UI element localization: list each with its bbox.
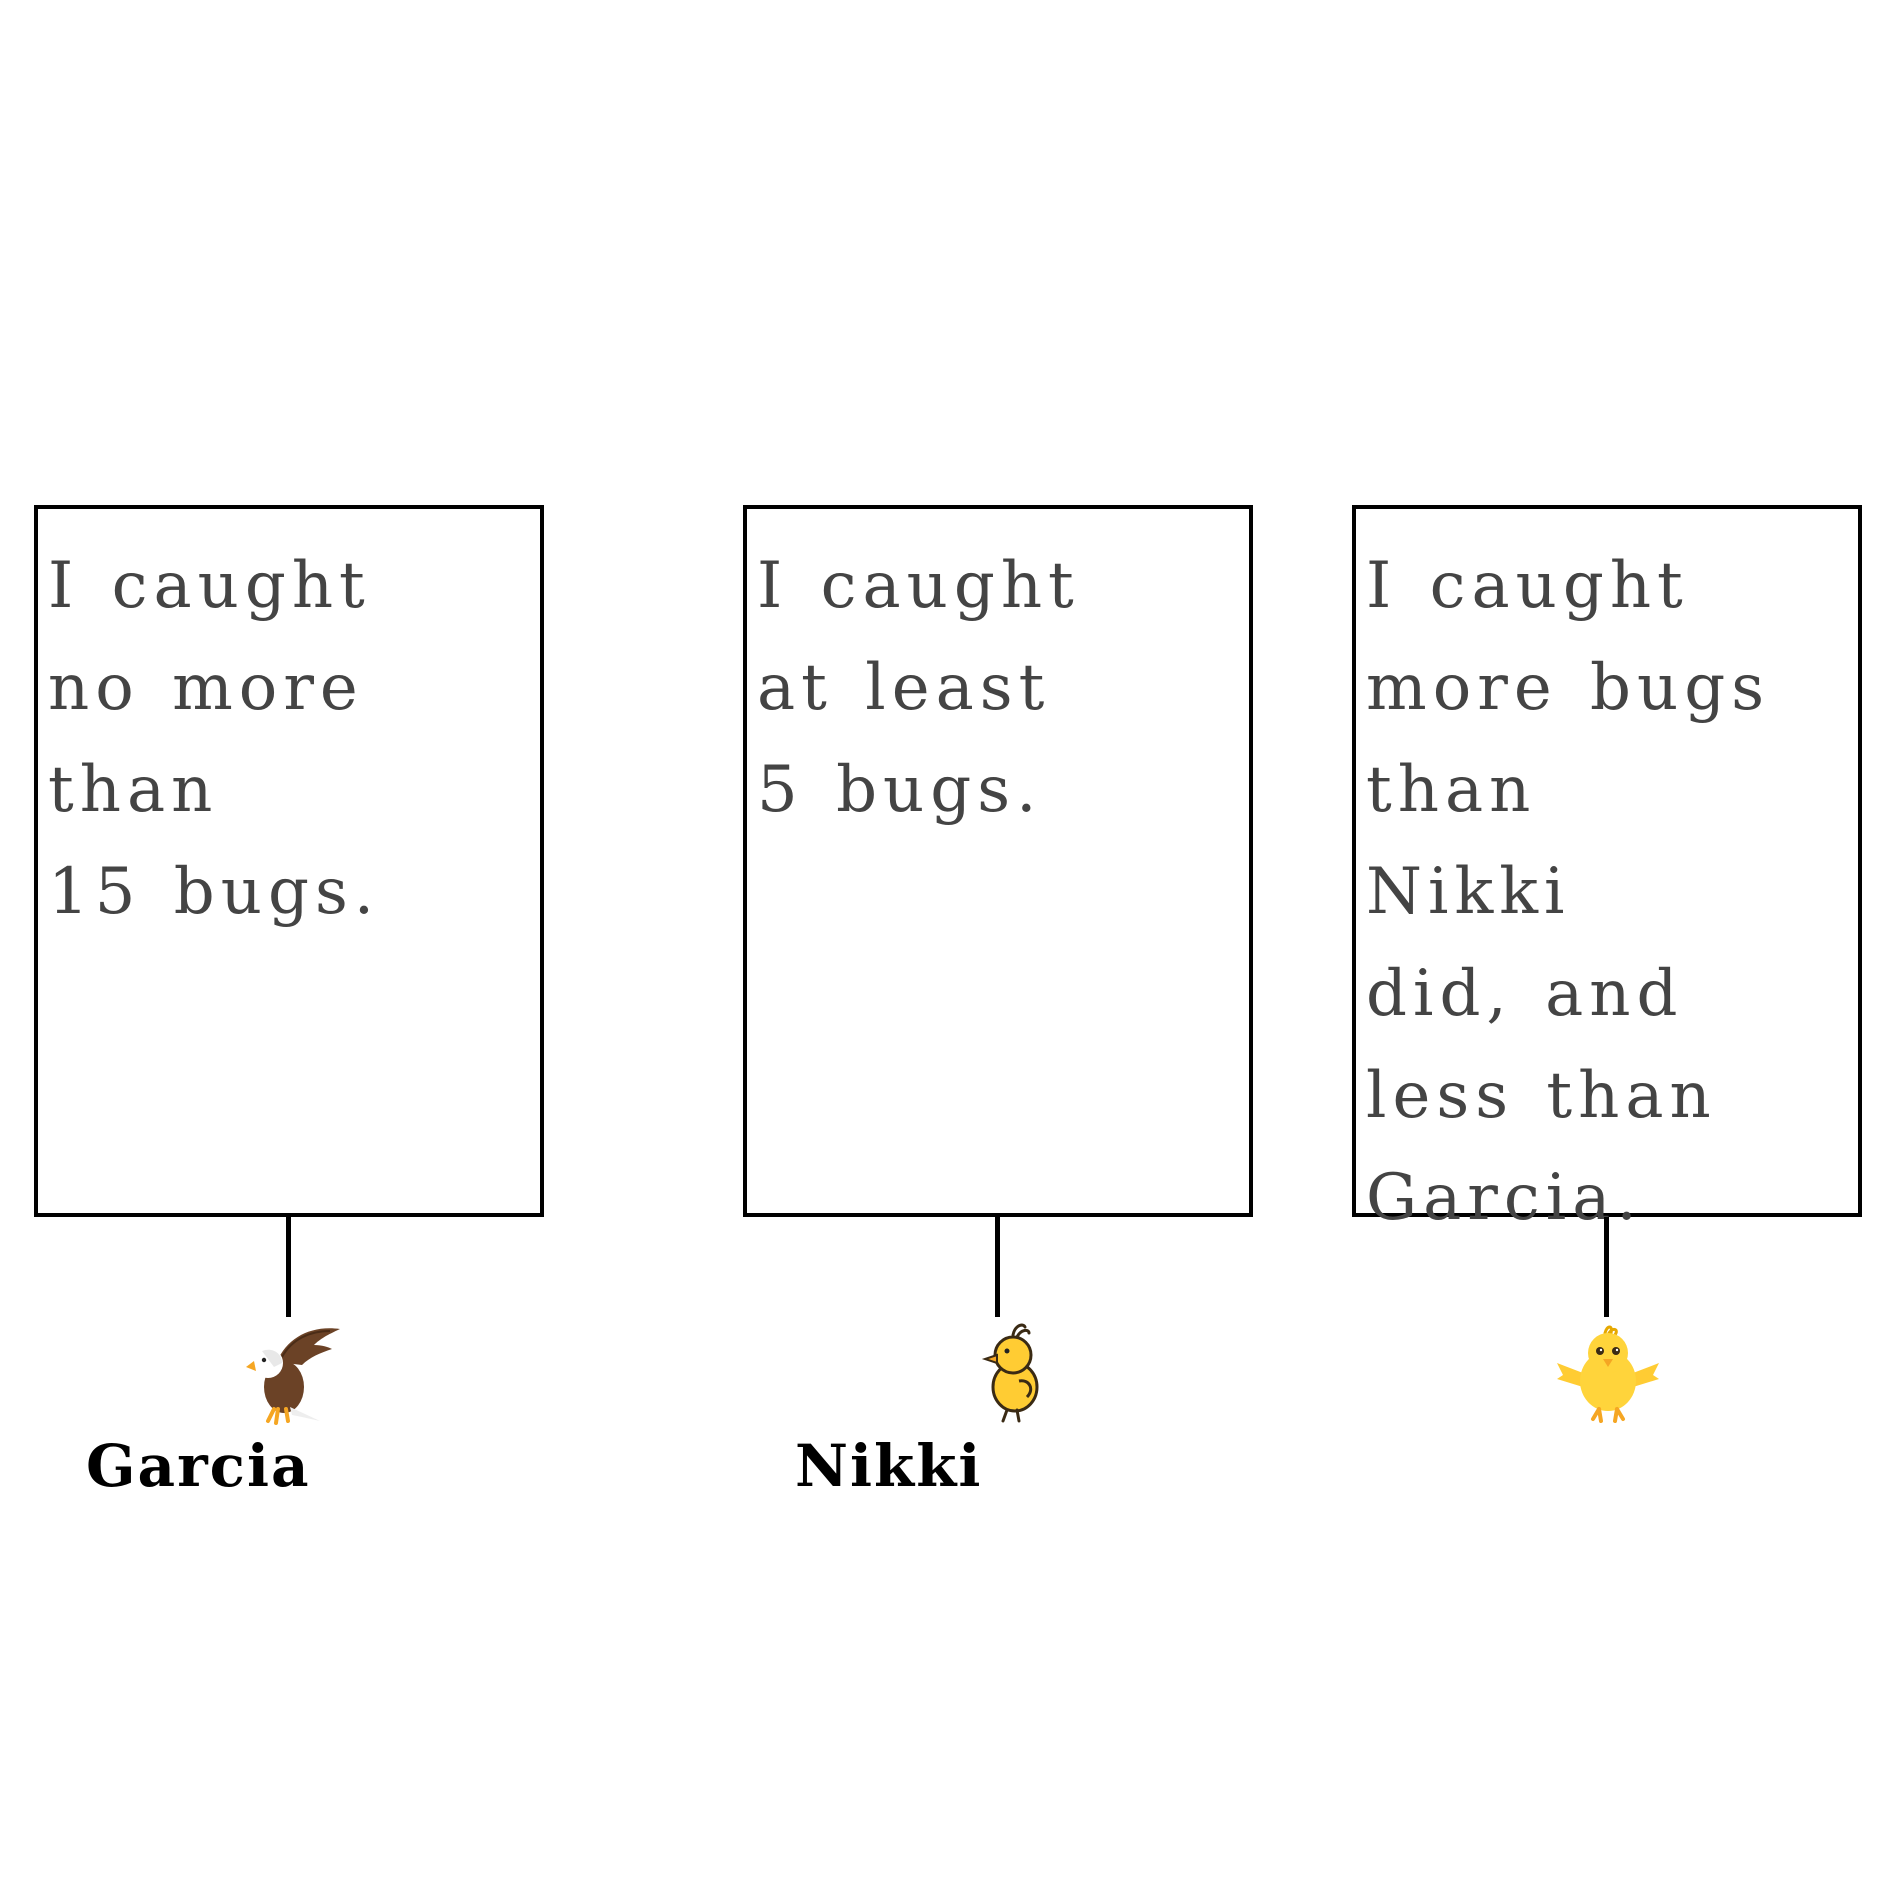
board-stick-garcia bbox=[286, 1217, 291, 1317]
board-stick-nikki bbox=[995, 1217, 1000, 1317]
eagle-icon bbox=[246, 1328, 340, 1425]
character-name-nikki: Nikki bbox=[795, 1432, 983, 1500]
speech-text-third: I caught more bugs than Nikki did, and l… bbox=[1366, 549, 1771, 1235]
baby-chick-icon bbox=[1557, 1325, 1659, 1423]
speech-board-nikki: I caught at least 5 bugs. bbox=[743, 505, 1253, 1217]
speech-board-third: I caught more bugs than Nikki did, and l… bbox=[1352, 505, 1862, 1235]
chick-icon bbox=[981, 1323, 1039, 1423]
speech-board-garcia: I caught no more than 15 bugs. bbox=[34, 505, 544, 1217]
speech-text-nikki: I caught at least 5 bugs. bbox=[757, 549, 1080, 827]
speech-text-garcia: I caught no more than 15 bugs. bbox=[48, 549, 381, 929]
character-name-garcia: Garcia bbox=[86, 1432, 311, 1500]
board-stick-third bbox=[1604, 1217, 1609, 1317]
